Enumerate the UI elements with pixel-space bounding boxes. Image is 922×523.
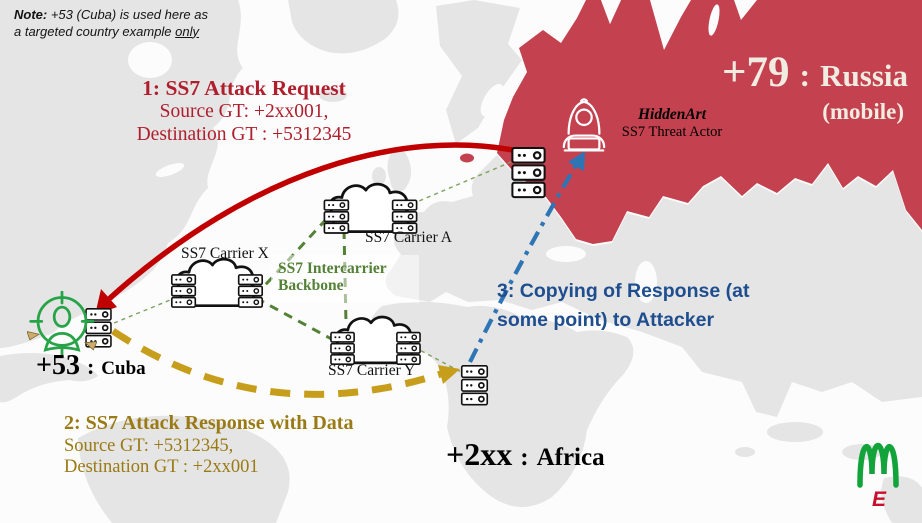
gold-response-arrow [111,328,460,398]
link-carrier-x-to-y [255,296,338,344]
logo-letter: E [871,488,886,511]
cuba-separator: : [86,354,95,379]
south-america-landmass [78,415,290,523]
scandinavia-landmass [436,0,522,144]
attacker-label: HiddenArt SS7 Threat Actor [602,106,742,141]
iceland-landmass [319,88,347,102]
africa-label: +2xx : Africa [446,436,605,473]
backbone-label: SS7 Intercarrier Backbone [278,260,387,294]
cuba-name: Cuba [101,358,146,379]
north-america-landmass [0,0,243,348]
russia-region [460,0,922,244]
cuba-country-code: +53 [36,350,80,381]
africa-separator: : [520,444,529,471]
russia-label: +79 : Russia (mobile) [722,48,908,125]
thin-carrier-links [113,161,512,374]
russia-server-icon [511,147,546,199]
backbone-label-background [271,255,419,303]
kaliningrad-region [460,153,474,163]
step2-attack-response-label: 2: SS7 Attack Response with Data Source … [64,411,353,477]
carrier-x-label: SS7 Carrier X [181,245,269,262]
sea-asia-islands [735,447,755,457]
step1-destination-gt: Destination GT : +5312345 [136,124,352,145]
russia-country-code: +79 [721,49,790,96]
step1-source-gt: Source GT: +2xx001, [159,101,329,122]
link-carrier-y-to-africa-server [413,346,464,374]
link-carrier-x-to-a [253,210,335,298]
russia-qualifier: (mobile) [822,99,904,124]
step1-title: 1: SS7 Attack Request [142,76,346,100]
step2-title: 2: SS7 Attack Response with Data [64,412,354,434]
attacker-role: SS7 Threat Actor [621,124,723,140]
carrier-a-cloud-icon [323,182,418,235]
step2-source-gt: Source GT: +5312345, [64,436,234,456]
carrier-a-label: SS7 Carrier A [365,229,452,246]
ireland-landmass [372,167,386,185]
backbone-links [253,210,348,344]
blue-copy-arrow [468,151,585,363]
africa-name: Africa [536,444,605,471]
sea-asia-islands [767,422,823,442]
note-underlined-word: only [175,23,200,39]
link-cuba-to-carrier-x [113,295,181,324]
link-carrier-a-to-russia-server [411,161,512,205]
attacker-name: HiddenArt [637,106,707,123]
cuba-label: +53 : Cuba [36,350,146,382]
africa-landmass [370,301,634,507]
carrier-x-cloud-icon [170,257,264,309]
step2-destination-gt: Destination GT : +2xx001 [64,456,259,477]
step1-attack-request-label: 1: SS7 Attack Request Source GT: +2xx001… [98,77,390,146]
africa-server-icon [460,365,489,406]
logo-m-icon [857,442,899,488]
russia-separator: : [799,57,811,93]
carrier-y-label: SS7 Carrier Y [328,362,416,379]
russia-name: Russia [820,58,908,93]
british-isles-landmass [387,150,412,192]
central-america-landmass [0,353,98,403]
step3-copy-label: 3: Copying of Response (at some point) t… [497,280,750,331]
australia-landmass [881,476,922,523]
africa-country-code: +2xx [446,436,513,472]
note-text: Note: +53 (Cuba) is used here as a targe… [14,7,209,39]
note-prefix: Note: [14,7,48,22]
cuba-server-icon [85,308,112,348]
greenland-landmass [288,0,399,54]
